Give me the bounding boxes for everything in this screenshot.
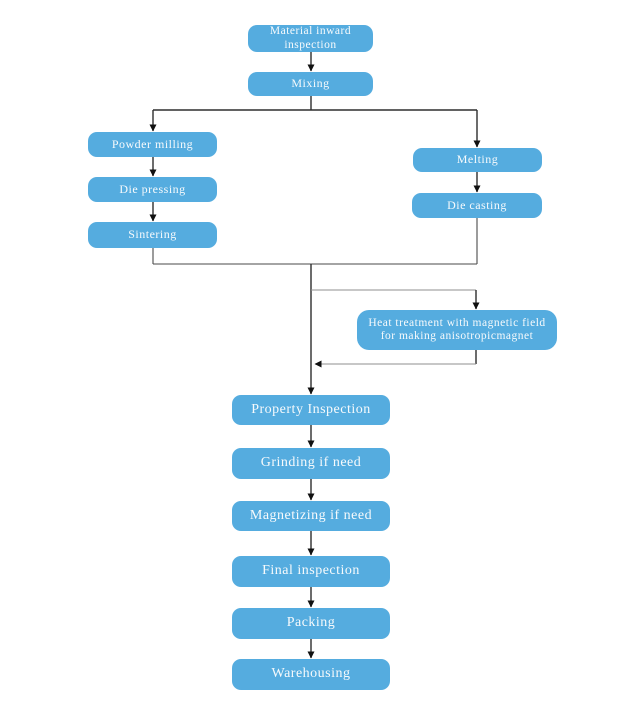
node-die-pressing: Die pressing — [88, 177, 217, 202]
node-magnetizing-if-need: Magnetizing if need — [232, 501, 390, 531]
node-packing: Packing — [232, 608, 390, 639]
node-mixing: Mixing — [248, 72, 373, 96]
node-heat-treatment: Heat treatment with magnetic field for m… — [357, 310, 557, 350]
node-powder-milling: Powder milling — [88, 132, 217, 157]
node-final-inspection: Final inspection — [232, 556, 390, 587]
node-die-casting: Die casting — [412, 193, 542, 218]
node-warehousing: Warehousing — [232, 659, 390, 690]
node-material-inward-inspection: Material inward inspection — [248, 25, 373, 52]
node-melting: Melting — [413, 148, 542, 172]
node-property-inspection: Property Inspection — [232, 395, 390, 425]
node-sintering: Sintering — [88, 222, 217, 248]
node-grinding-if-need: Grinding if need — [232, 448, 390, 479]
